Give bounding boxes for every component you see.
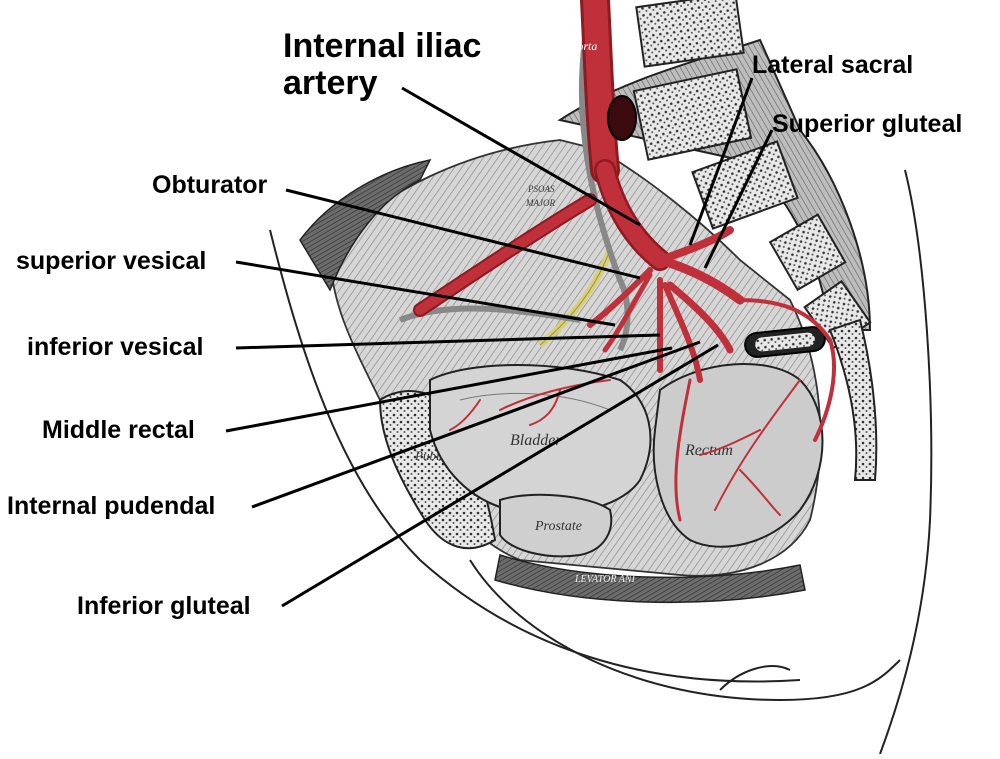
leader-internal-pudendal (251, 340, 701, 509)
prostate: Prostate (499, 493, 613, 558)
leader-inferior-gluteal (281, 343, 719, 608)
leader-lateral-sacral (688, 77, 754, 246)
levator-ani: LEVATOR ANI (494, 554, 806, 604)
label-lateral-sacral: Lateral sacral (752, 51, 914, 79)
label-obturator: Obturator (152, 171, 268, 199)
bladder-text: Bladder (510, 432, 562, 449)
label-internal-pudendal: Internal pudendal (7, 492, 216, 520)
leader-lines (225, 77, 774, 608)
aorta-text: Aorta (569, 39, 597, 53)
title-label-internal-iliac: Internal iliac artery (283, 27, 482, 102)
prostate-text: Prostate (534, 519, 582, 534)
label-superior-vesical: superior vesical (16, 247, 207, 275)
leader-inferior-vesical (235, 333, 661, 350)
label-inferior-gluteal: Inferior gluteal (77, 592, 251, 620)
leader-middle-rectal (225, 346, 673, 433)
rectum-text: Rectum (684, 442, 733, 459)
bladder: Bladder (429, 364, 652, 515)
ureter (537, 248, 614, 348)
leader-internal-iliac (401, 86, 641, 227)
label-middle-rectal: Middle rectal (42, 416, 195, 444)
leader-obturator (285, 188, 641, 280)
rectal-section (744, 326, 826, 358)
label-inferior-vesical: inferior vesical (27, 333, 204, 361)
leader-superior-gluteal (703, 129, 774, 269)
psoas-text: PSOAS (527, 184, 555, 194)
levator-ani-text: LEVATOR ANI (574, 574, 636, 585)
label-superior-gluteal: Superior gluteal (772, 110, 963, 138)
outer-body-contour (269, 169, 933, 755)
illustration-labels: Aorta PSOAS MAJOR (525, 39, 597, 208)
leader-superior-vesical (235, 260, 616, 327)
major-text: MAJOR (525, 198, 555, 208)
sacrum-vertebrae (557, 0, 878, 481)
rectum: Rectum (652, 363, 824, 548)
